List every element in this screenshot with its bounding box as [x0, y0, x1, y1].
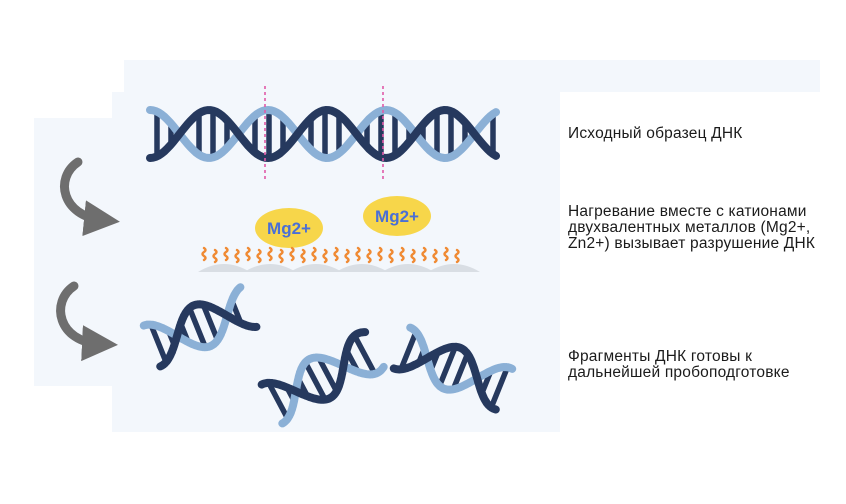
backbone-dark [257, 328, 370, 404]
step-label-fragments-ready: Фрагменты ДНК готовы к дальнейшей пробоп… [568, 348, 790, 381]
dna-fragment-squiggle [443, 246, 449, 262]
mound [382, 264, 434, 272]
dna-fragment-squiggle [399, 246, 405, 262]
dna-fragment-squiggle [377, 246, 383, 262]
base-pair-rung [186, 305, 209, 350]
dna-fragment-icon [389, 323, 517, 414]
curved-arrow-icon [60, 157, 120, 237]
base-pair-rung [315, 354, 340, 394]
mg-badge: Mg2+ [363, 196, 431, 236]
dna-fragment-squiggle [300, 248, 306, 264]
step-label-heating-cations: Нагревание вместе с катионами двухвалент… [568, 203, 816, 252]
dna-fragment-squiggle [311, 246, 317, 262]
base-pair-rung [488, 364, 511, 411]
mg-badge-label: Mg2+ [375, 207, 419, 226]
dna-fragment-squiggle [454, 248, 460, 264]
dna-fragment-squiggle [289, 246, 295, 262]
dna-fragment-squiggle [355, 246, 361, 262]
base-pair-rung [302, 359, 328, 403]
dna-fragment-squiggle [333, 246, 339, 262]
mound [244, 264, 296, 272]
dna-fragment-squiggle [223, 246, 229, 262]
dna-helix-icon [146, 105, 500, 163]
base-pair-rung [436, 344, 459, 389]
base-pair-rung [200, 301, 221, 343]
base-pair-rung [450, 351, 471, 393]
dna-fragment-squiggle [201, 246, 207, 262]
mound [290, 264, 342, 272]
dna-fragment-squiggle [366, 248, 372, 264]
curved-arrow-icon [56, 281, 118, 362]
mound [198, 264, 250, 272]
dna-degradation-illustration [198, 246, 480, 272]
step-label-original-sample: Исходный образец ДНК [568, 125, 743, 142]
dna-fragment-squiggle [344, 248, 350, 264]
dna-fragment-squiggle [432, 248, 438, 264]
dna-fragment-squiggle [212, 248, 218, 264]
dna-fragment-squiggle [388, 248, 394, 264]
base-pair-rung [148, 321, 169, 365]
mg-badge: Mg2+ [255, 208, 323, 248]
dna-fragment-squiggle [245, 246, 251, 262]
base-pair-rung [351, 332, 378, 377]
base-pair-rung [265, 380, 291, 422]
backbone-light [406, 323, 517, 394]
backbone-light [146, 105, 500, 163]
backbone-light [139, 283, 245, 352]
dna-fragment-squiggle [421, 246, 427, 262]
dna-fragment-icon [139, 283, 261, 371]
dna-fragment-squiggle [410, 248, 416, 264]
backbone-light [278, 353, 388, 428]
background-panel-top [124, 60, 820, 92]
dna-fragment-squiggle [234, 248, 240, 264]
mound [428, 264, 480, 272]
base-pair-rung [398, 329, 419, 373]
backbone-dark [156, 300, 261, 371]
dna-fragment-squiggle [267, 246, 273, 262]
dna-fragment-squiggle [322, 248, 328, 264]
backbone-dark [389, 342, 500, 414]
dna-fragment-squiggle [256, 248, 262, 264]
mg-badge-label: Mg2+ [267, 219, 311, 238]
dna-fragment-squiggle [278, 248, 284, 264]
backbone-dark [146, 105, 500, 163]
mound [336, 264, 388, 272]
dna-fragment-icon [257, 328, 388, 428]
